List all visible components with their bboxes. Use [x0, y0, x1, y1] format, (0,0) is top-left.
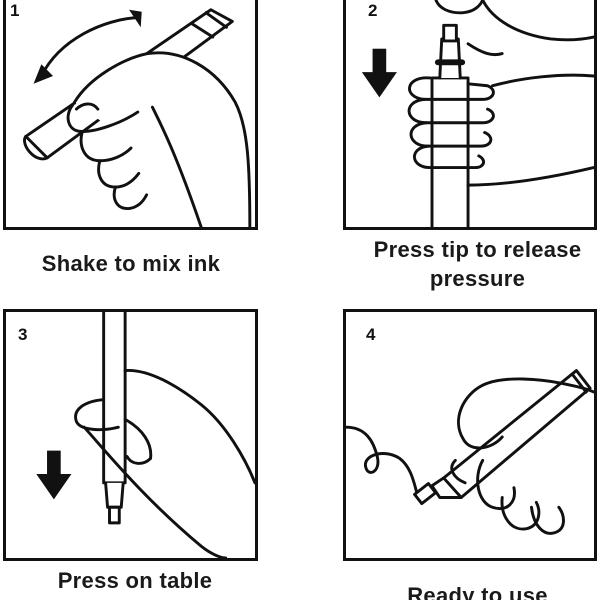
step-3-panel: 3 [3, 309, 258, 561]
step-4-illustration [346, 369, 594, 535]
down-arrow-icon [361, 48, 397, 98]
step-2-number: 2 [368, 1, 378, 20]
step-1-illustration [23, 8, 252, 227]
step-4-number: 4 [366, 325, 376, 344]
step-2-illustration [361, 0, 594, 227]
hand-icon [74, 369, 255, 558]
step-3-caption: Press on table [57, 568, 213, 593]
hand-icon [407, 0, 594, 187]
curved-double-arrow-icon [39, 16, 140, 78]
step-1-caption: Shake to mix ink [41, 251, 221, 276]
hand-icon [66, 51, 252, 227]
hand-icon [450, 377, 594, 535]
down-arrow-icon [36, 450, 72, 500]
ink-scribble-icon [346, 425, 420, 499]
step-1-panel: 1 [3, 0, 258, 230]
step-3-illustration [36, 312, 255, 558]
step-4-caption: Ready to use [407, 583, 548, 600]
marker-icon [430, 23, 470, 227]
step-2-panel: 2 [343, 0, 597, 230]
step-3-number: 3 [18, 325, 28, 344]
step-1-number: 1 [10, 1, 20, 20]
step-4-panel: 4 [343, 309, 597, 561]
marker-icon [102, 312, 127, 525]
step-2-caption: Press tip to release pressure [373, 237, 582, 291]
